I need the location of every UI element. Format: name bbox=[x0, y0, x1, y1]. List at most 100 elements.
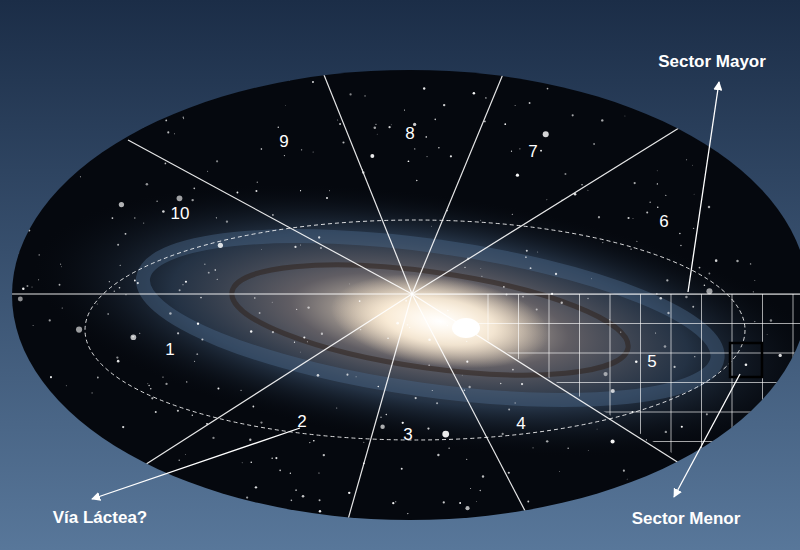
star bbox=[303, 336, 305, 338]
grid-line bbox=[412, 323, 800, 324]
star bbox=[55, 156, 56, 157]
star bbox=[12, 501, 13, 502]
grid-line bbox=[701, 286, 702, 470]
star bbox=[461, 374, 463, 376]
star bbox=[596, 428, 598, 430]
star bbox=[395, 501, 396, 502]
star bbox=[466, 459, 467, 460]
star bbox=[182, 117, 184, 119]
star bbox=[196, 353, 198, 355]
star bbox=[192, 415, 194, 417]
star bbox=[655, 332, 656, 333]
sector-divider bbox=[318, 60, 412, 294]
star bbox=[736, 260, 738, 262]
sector-divider bbox=[412, 62, 508, 294]
star bbox=[62, 308, 63, 309]
star bbox=[32, 76, 33, 77]
star bbox=[740, 93, 742, 95]
star bbox=[294, 342, 295, 343]
star bbox=[485, 97, 486, 98]
star bbox=[611, 522, 613, 524]
star bbox=[694, 356, 695, 357]
star bbox=[511, 151, 512, 152]
star bbox=[59, 284, 61, 286]
star bbox=[313, 440, 315, 442]
star bbox=[708, 273, 710, 275]
star bbox=[278, 126, 280, 128]
star bbox=[177, 195, 183, 201]
star bbox=[561, 302, 563, 304]
star bbox=[80, 176, 81, 177]
star bbox=[60, 266, 62, 268]
star bbox=[622, 516, 623, 517]
star bbox=[363, 442, 364, 443]
star bbox=[431, 225, 433, 227]
star bbox=[20, 87, 22, 89]
star bbox=[236, 192, 238, 194]
star bbox=[312, 81, 314, 83]
star bbox=[217, 279, 218, 280]
star bbox=[525, 256, 527, 258]
star bbox=[319, 499, 321, 501]
star bbox=[665, 195, 666, 196]
star bbox=[706, 495, 708, 497]
star bbox=[587, 189, 589, 191]
star bbox=[217, 388, 219, 390]
star bbox=[632, 218, 633, 219]
star bbox=[636, 241, 637, 242]
star bbox=[686, 159, 687, 160]
star bbox=[443, 104, 445, 106]
sector-divider bbox=[140, 294, 412, 468]
star bbox=[9, 371, 11, 373]
star bbox=[704, 129, 706, 131]
star bbox=[183, 118, 184, 119]
star bbox=[522, 296, 524, 298]
star bbox=[0, 70, 2, 72]
star bbox=[240, 79, 242, 81]
star bbox=[407, 513, 408, 514]
star bbox=[114, 291, 115, 292]
star bbox=[17, 380, 18, 381]
star bbox=[301, 149, 302, 150]
minor-sector-box bbox=[730, 343, 762, 377]
star bbox=[9, 359, 12, 362]
star bbox=[107, 313, 108, 314]
star bbox=[380, 425, 384, 429]
star bbox=[153, 87, 155, 89]
star bbox=[37, 181, 39, 183]
star bbox=[711, 78, 713, 80]
callout-label: Vía Láctea? bbox=[53, 509, 148, 528]
star bbox=[285, 104, 287, 106]
star bbox=[271, 301, 273, 303]
star bbox=[212, 437, 214, 439]
star bbox=[416, 180, 417, 181]
star bbox=[427, 428, 429, 430]
star bbox=[165, 163, 167, 165]
star bbox=[611, 512, 612, 513]
star bbox=[798, 225, 800, 227]
star bbox=[146, 183, 149, 186]
star bbox=[97, 377, 99, 379]
star bbox=[546, 199, 548, 201]
star bbox=[741, 526, 743, 528]
grid-line bbox=[412, 441, 800, 442]
star bbox=[186, 381, 187, 382]
star bbox=[759, 452, 761, 454]
star bbox=[134, 217, 135, 218]
star bbox=[447, 325, 449, 327]
star bbox=[681, 426, 683, 428]
star bbox=[218, 243, 223, 248]
star bbox=[116, 356, 118, 358]
star bbox=[404, 110, 405, 111]
star bbox=[630, 249, 631, 250]
star bbox=[240, 390, 241, 391]
star bbox=[547, 88, 549, 90]
star bbox=[692, 164, 694, 166]
star bbox=[215, 269, 216, 270]
star bbox=[587, 298, 588, 299]
star bbox=[165, 383, 167, 385]
star bbox=[736, 153, 738, 155]
star bbox=[179, 289, 181, 291]
star bbox=[201, 338, 203, 340]
leader-arrow bbox=[688, 82, 719, 292]
